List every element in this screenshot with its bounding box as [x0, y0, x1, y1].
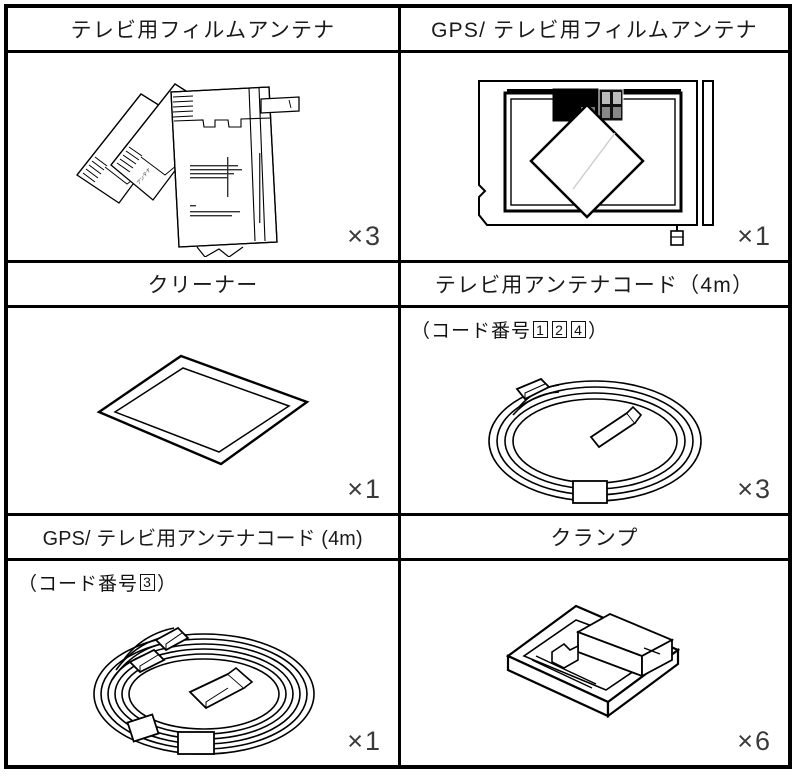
cell-body-clamp: ×6	[401, 561, 788, 765]
cell-title: クリーナー	[147, 274, 259, 298]
cell-header-tv-antenna-cord: テレビ用アンテナコード（4m）	[401, 263, 788, 309]
parts-cell-gps-tv-antenna-cord: GPS/ テレビ用アンテナコード (4m) （コード番号 3 ）	[8, 512, 398, 765]
cell-body-tv-film-antenna: アンテナ	[8, 53, 398, 260]
film-antenna-sheets-illustration: アンテナ	[8, 53, 398, 260]
clamp-block-illustration	[401, 561, 788, 765]
parts-cell-clamp: クランプ	[398, 512, 788, 765]
code-number-box: 2	[552, 321, 568, 339]
parts-cell-tv-antenna-cord: テレビ用アンテナコード（4m） （コード番号 1 2 4 ）	[398, 260, 788, 513]
parts-table: テレビ用フィルムアンテナ アンテナ	[4, 4, 792, 769]
svg-text:アンテナ: アンテナ	[136, 167, 153, 186]
quantity-label: ×1	[347, 473, 382, 504]
cell-title: GPS/ テレビ用フィルムアンテナ	[431, 19, 758, 42]
code-note-suffix: ）	[588, 321, 609, 343]
cell-body-tv-antenna-cord: （コード番号 1 2 4 ）	[401, 308, 788, 512]
quantity-label: ×6	[737, 725, 772, 756]
quantity-label: ×3	[347, 221, 382, 252]
gps-film-antenna-illustration	[401, 53, 788, 260]
code-note-prefix: （コード番号	[411, 321, 532, 343]
quantity-label: ×1	[737, 221, 772, 252]
cell-title: クランプ	[550, 526, 639, 550]
code-number-box: 4	[571, 321, 587, 339]
cell-header-gps-tv-antenna-cord: GPS/ テレビ用アンテナコード (4m)	[8, 516, 398, 561]
code-number-note: （コード番号 3 ）	[18, 569, 177, 596]
parts-cell-cleaner: クリーナー ×1	[8, 260, 398, 513]
cell-header-tv-film-antenna: テレビ用フィルムアンテナ	[8, 8, 398, 53]
cell-header-clamp: クランプ	[401, 516, 788, 561]
cell-body-gps-tv-antenna-cord: （コード番号 3 ）	[8, 561, 398, 765]
cell-header-gps-tv-film-antenna: GPS/ テレビ用フィルムアンテナ	[401, 8, 788, 53]
quantity-label: ×1	[347, 725, 382, 756]
parts-cell-gps-tv-film-antenna: GPS/ テレビ用フィルムアンテナ	[398, 8, 788, 261]
code-number-box: 1	[533, 321, 549, 339]
cell-body-gps-tv-film-antenna: ×1	[401, 53, 788, 260]
code-note-prefix: （コード番号	[18, 573, 139, 595]
cell-header-cleaner: クリーナー	[8, 263, 398, 309]
parts-cell-tv-film-antenna: テレビ用フィルムアンテナ アンテナ	[8, 8, 398, 261]
code-number-note: （コード番号 1 2 4 ）	[411, 316, 608, 343]
code-note-suffix: ）	[157, 573, 178, 595]
cell-body-cleaner: ×1	[8, 308, 398, 512]
cleaner-cloth-illustration	[8, 308, 398, 512]
code-number-box: 3	[140, 573, 156, 591]
cell-title: GPS/ テレビ用アンテナコード (4m)	[42, 528, 364, 551]
cell-title: テレビ用アンテナコード（4m）	[434, 274, 755, 298]
quantity-label: ×3	[737, 473, 772, 504]
cell-title: テレビ用フィルムアンテナ	[70, 19, 336, 42]
